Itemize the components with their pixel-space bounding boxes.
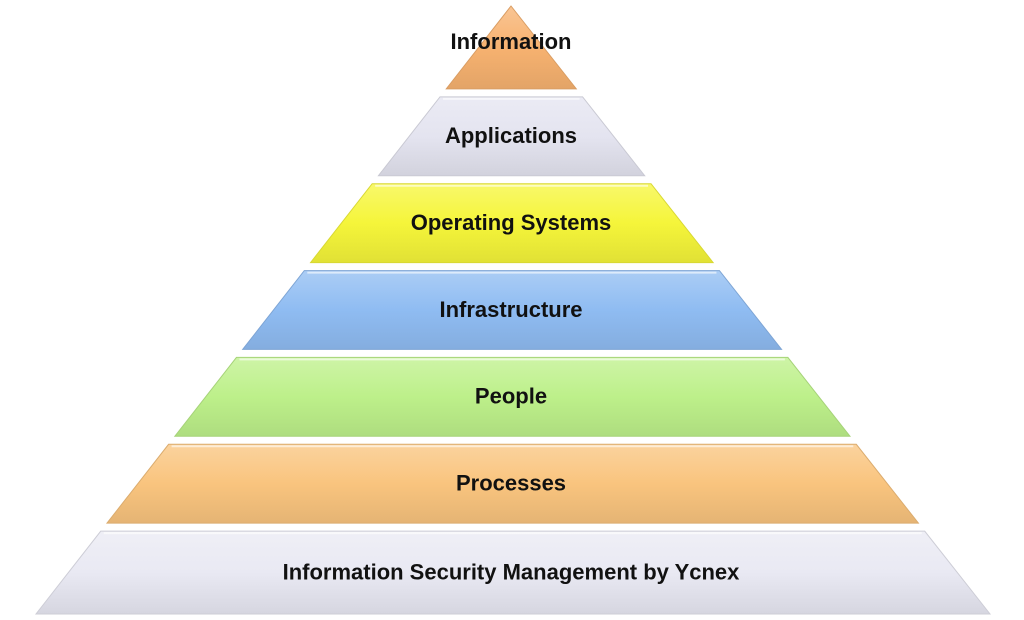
pyramid-layer-shape: [309, 183, 715, 264]
pyramid-layer: Operating Systems: [309, 183, 715, 264]
pyramid-layer-shape: [34, 530, 992, 615]
pyramid-layer-label: Information Security Management by Ycnex: [283, 559, 741, 584]
pyramid-layer-label: Applications: [445, 123, 577, 148]
pyramid-layer: Applications: [377, 96, 646, 177]
pyramid-layer: Information: [445, 5, 578, 90]
pyramid-layer: Information Security Management by Ycnex: [34, 530, 992, 615]
pyramid-layer-label: Operating Systems: [411, 210, 612, 235]
pyramid-layer-label: People: [475, 384, 547, 409]
pyramid-layer-shape: [445, 5, 578, 90]
pyramid-layer-shape: [241, 270, 783, 350]
pyramid-layer-label: Processes: [456, 471, 566, 496]
pyramid-layer: Infrastructure: [241, 270, 783, 350]
pyramid-layer-label: Information: [451, 29, 572, 54]
pyramid-layer-shape: [105, 443, 920, 524]
pyramid-layer: Processes: [105, 443, 920, 524]
pyramid-layer: People: [173, 356, 852, 437]
pyramid-layer-shape: [377, 96, 646, 177]
pyramid-layer-label: Infrastructure: [439, 297, 582, 322]
pyramid-layer-shape: [173, 356, 852, 437]
